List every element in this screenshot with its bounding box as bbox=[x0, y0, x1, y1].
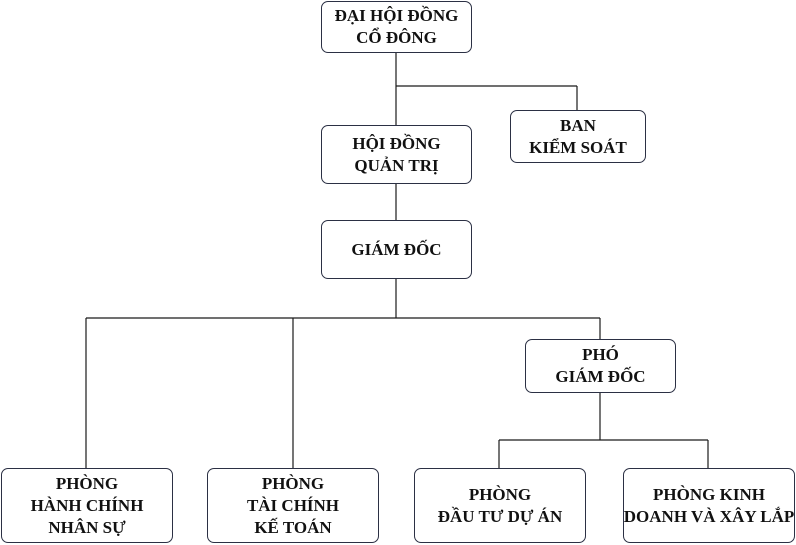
node-label-line: DOANH VÀ XÂY LẮP bbox=[623, 506, 795, 526]
node-label-line: HỘI ĐỒNG bbox=[352, 133, 441, 153]
node-label-line: HÀNH CHÍNH bbox=[30, 495, 144, 515]
node-business-department: PHÒNG KINH DOANH VÀ XÂY LẮP bbox=[623, 468, 795, 543]
node-director: GIÁM ĐỐC bbox=[321, 220, 472, 279]
node-label-line: NHÂN SỰ bbox=[48, 517, 126, 537]
node-label-line: ĐẦU TƯ DỰ ÁN bbox=[437, 506, 563, 526]
node-board-of-directors: HỘI ĐỒNG QUẢN TRỊ bbox=[321, 125, 472, 184]
node-finance-department: PHÒNG TÀI CHÍNH KẾ TOÁN bbox=[207, 468, 379, 543]
node-label-line: KIỂM SOÁT bbox=[529, 137, 627, 157]
node-shareholders-meeting: ĐẠI HỘI ĐỒNG CỔ ĐÔNG bbox=[321, 1, 472, 53]
node-investment-department: PHÒNG ĐẦU TƯ DỰ ÁN bbox=[414, 468, 586, 543]
node-hr-department: PHÒNG HÀNH CHÍNH NHÂN SỰ bbox=[1, 468, 173, 543]
node-label-line: PHÒNG bbox=[55, 473, 119, 493]
node-label-line: PHÓ bbox=[582, 345, 619, 364]
node-label-line: KẾ TOÁN bbox=[254, 517, 332, 537]
node-label-line: ĐẠI HỘI ĐỒNG bbox=[334, 6, 459, 25]
node-supervisory-board: BAN KIỂM SOÁT bbox=[510, 110, 646, 163]
node-label-line: PHÒNG bbox=[261, 473, 325, 493]
node-label-line: BAN bbox=[560, 115, 596, 135]
node-label-line: GIÁM ĐỐC bbox=[351, 239, 442, 259]
node-label-line: CỔ ĐÔNG bbox=[356, 28, 437, 47]
node-deputy-director: PHÓ GIÁM ĐỐC bbox=[525, 339, 676, 393]
node-label-line: PHÒNG KINH bbox=[653, 484, 765, 504]
node-label-line: TÀI CHÍNH bbox=[246, 495, 340, 515]
node-label-line: GIÁM ĐỐC bbox=[555, 367, 646, 386]
node-label-line: PHÒNG bbox=[468, 484, 532, 504]
node-label-line: QUẢN TRỊ bbox=[354, 155, 439, 175]
